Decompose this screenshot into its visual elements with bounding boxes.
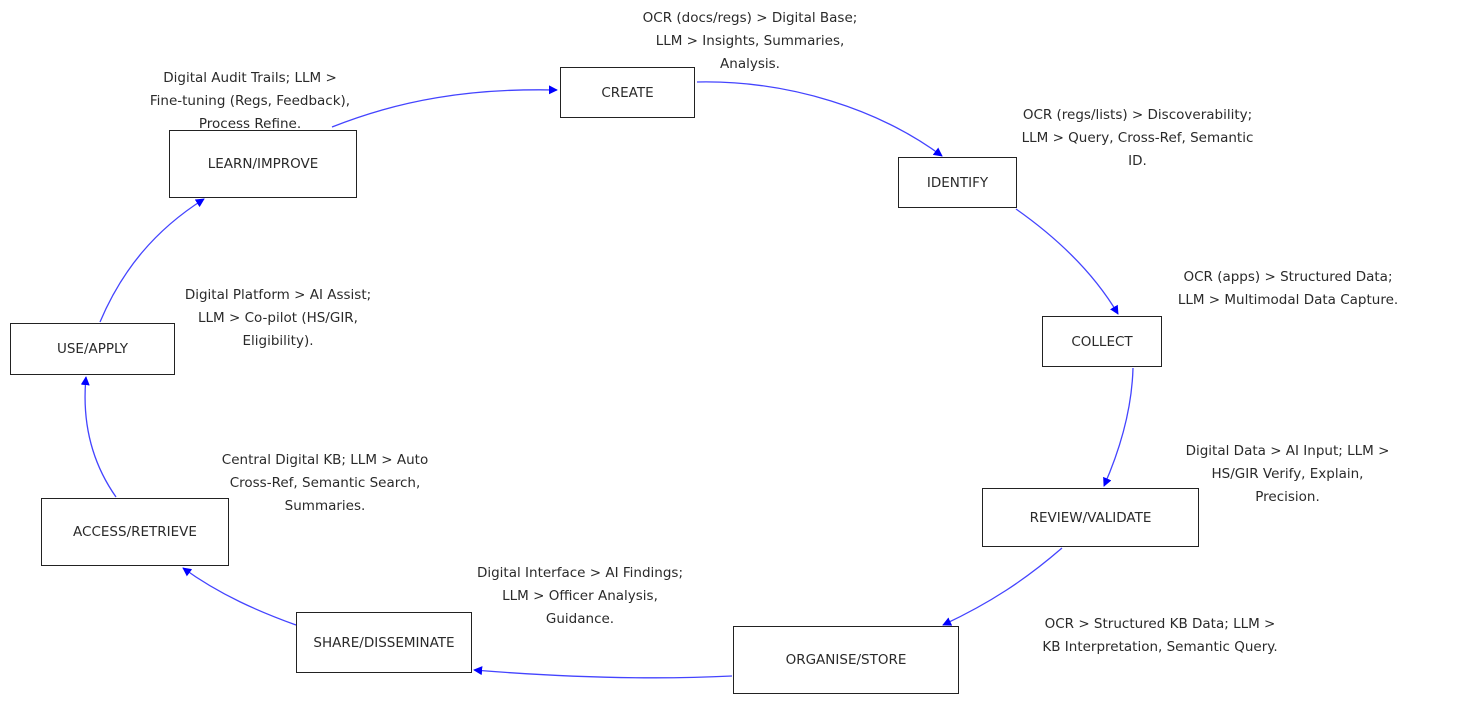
node-organise-store[interactable]: ORGANISE/STORE <box>733 626 959 694</box>
node-collect[interactable]: COLLECT <box>1042 316 1162 367</box>
node-create[interactable]: CREATE <box>560 67 695 118</box>
edge-access-to-use <box>80 376 117 498</box>
edge-review-to-organise <box>942 547 1063 626</box>
annotation-identify: OCR (regs/lists) > Discoverability; LLM … <box>1021 107 1254 169</box>
annotation-use: Digital Platform > AI Assist; LLM > Co-p… <box>184 287 372 349</box>
node-access-retrieve[interactable]: ACCESS/RETRIEVE <box>41 498 229 566</box>
annotation-share: Digital Interface > AI Findings; LLM > O… <box>476 565 684 627</box>
edge-identify-to-collect <box>1015 208 1119 315</box>
edge-use-to-learn <box>99 198 205 323</box>
node-share-disseminate[interactable]: SHARE/DISSEMINATE <box>296 612 472 673</box>
annotation-learn: Digital Audit Trails; LLM > Fine-tuning … <box>149 70 351 132</box>
annotation-create: OCR (docs/regs) > Digital Base; LLM > In… <box>642 10 858 72</box>
edge-collect-to-review <box>1103 367 1134 487</box>
edge-learn-to-create <box>331 85 558 128</box>
node-review-validate[interactable]: REVIEW/VALIDATE <box>982 488 1199 547</box>
node-learn-improve[interactable]: LEARN/IMPROVE <box>169 130 357 198</box>
edge-share-to-access <box>182 567 297 626</box>
edge-organise-to-share <box>473 666 733 679</box>
annotation-collect: OCR (apps) > Structured Data; LLM > Mult… <box>1177 269 1399 308</box>
annotation-review: Digital Data > AI Input; LLM > HS/GIR Ve… <box>1185 443 1390 505</box>
node-identify[interactable]: IDENTIFY <box>898 157 1017 208</box>
annotation-access: Central Digital KB; LLM > Auto Cross-Ref… <box>221 452 429 514</box>
node-use-apply[interactable]: USE/APPLY <box>10 323 175 375</box>
edge-create-to-identify <box>696 81 943 157</box>
annotation-organise: OCR > Structured KB Data; LLM > KB Inter… <box>1042 616 1278 655</box>
